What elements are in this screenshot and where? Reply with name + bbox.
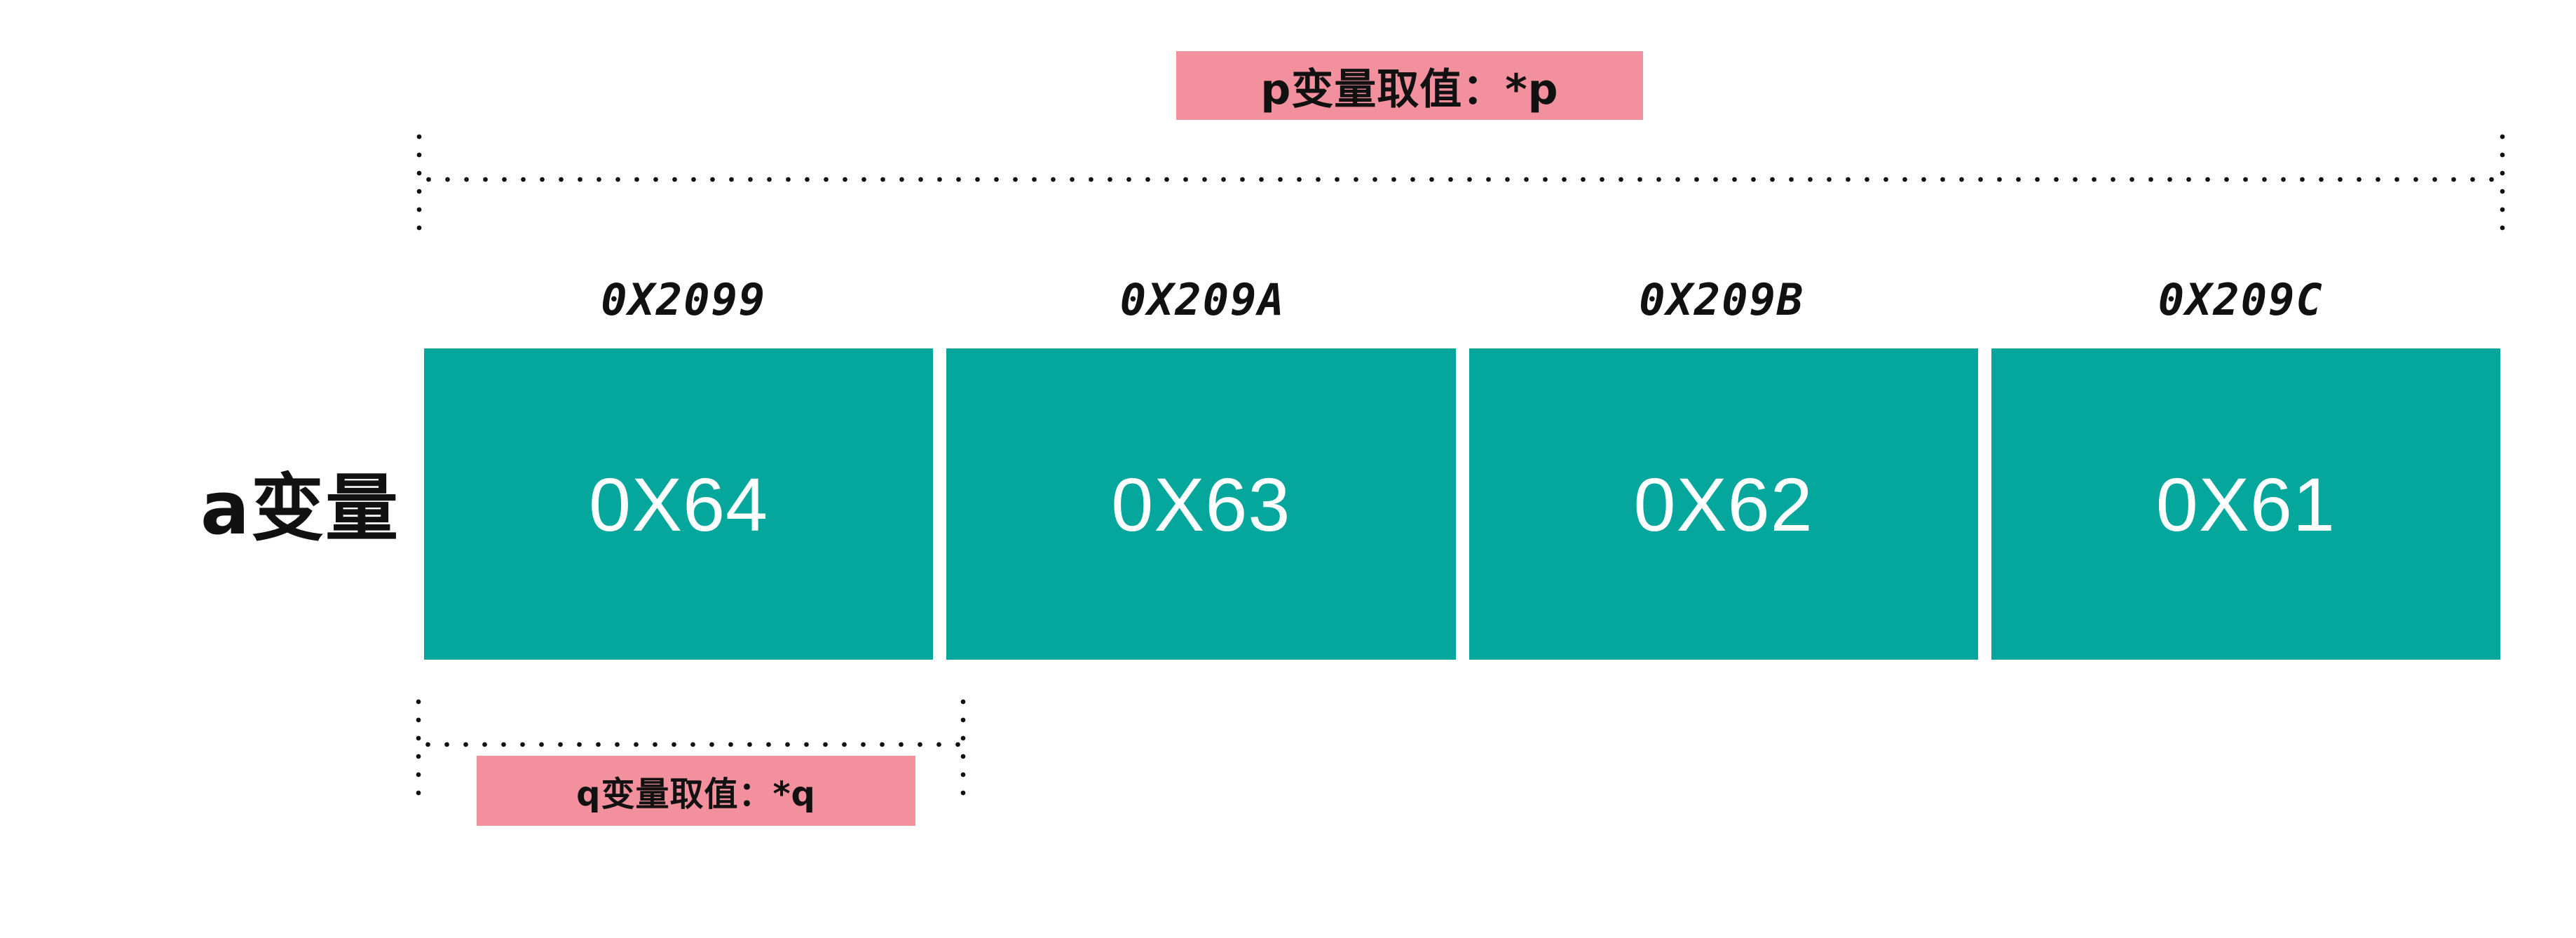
p-bracket-right-tick — [2500, 128, 2505, 240]
q-bracket-right-tick — [960, 693, 966, 805]
address-label-1: 0X209A — [1119, 273, 1286, 325]
memory-cell-2: 0X62 — [1468, 348, 1978, 660]
q-bracket-span-line — [418, 742, 965, 747]
annotation-p-label: p变量取值：*p — [1176, 51, 1643, 120]
memory-cell-3: 0X61 — [1991, 348, 2500, 660]
p-bracket-span-line — [419, 177, 2505, 182]
memory-cell-1: 0X63 — [946, 348, 1456, 660]
q-bracket-left-tick — [416, 693, 421, 805]
p-bracket-left-tick — [416, 128, 422, 240]
annotation-q-label: q变量取值：*q — [477, 756, 915, 826]
address-row: 0X2099 0X209A 0X209B 0X209C — [424, 261, 2500, 338]
address-label-0: 0X2099 — [601, 273, 767, 325]
address-label-2: 0X209B — [1639, 273, 1805, 325]
variable-a-label: a变量 — [200, 465, 400, 551]
memory-cell-0: 0X64 — [424, 348, 934, 660]
address-label-3: 0X209C — [2158, 273, 2324, 325]
memory-table: 0X64 0X63 0X62 0X61 — [424, 348, 2500, 660]
